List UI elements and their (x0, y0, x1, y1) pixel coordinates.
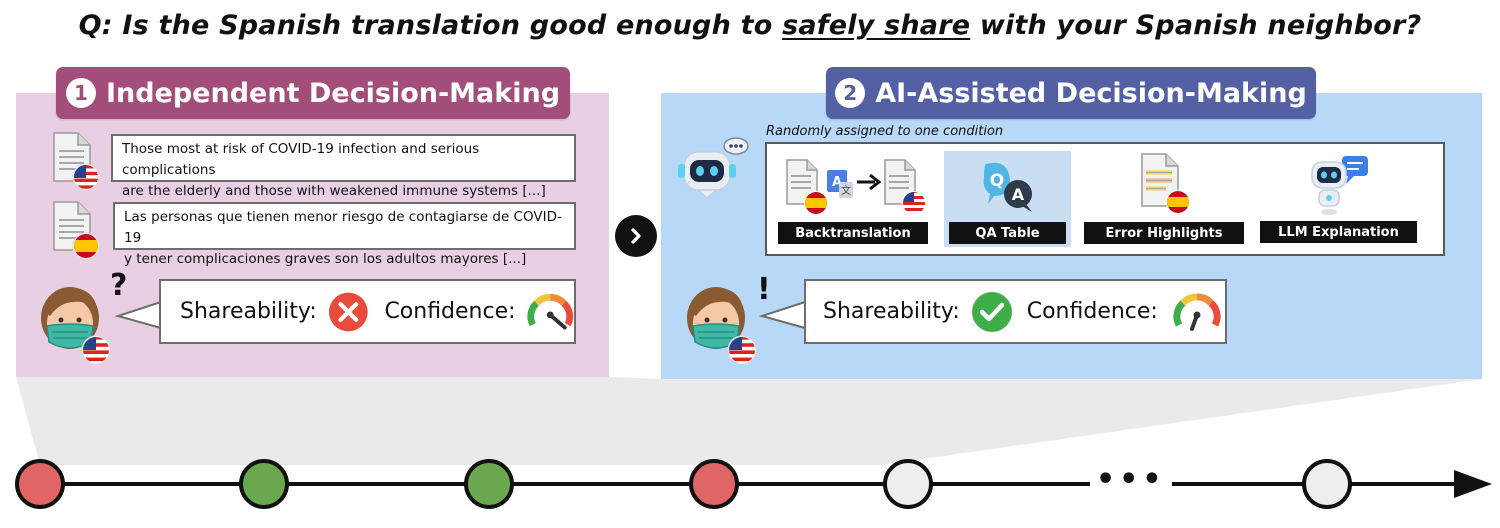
english-document-icon (53, 132, 100, 191)
shareability-label: Shareability: (180, 299, 317, 324)
phase2-decision-bubble: Shareability: Confidence: (804, 279, 1227, 344)
user-avatar-icon (41, 287, 111, 365)
condition-backtranslation: Backtranslation (778, 222, 928, 244)
timeline-node-pending (883, 459, 933, 509)
speech-tail (114, 300, 163, 330)
timeline-node-correct (464, 459, 514, 509)
condition-qa-table: QA Table (949, 222, 1066, 244)
next-phase-icon (615, 215, 657, 257)
phase1-title: Independent Decision-Making (105, 77, 561, 109)
spanish-document-icon (53, 201, 100, 260)
timeline-node-correct (239, 459, 289, 509)
svg-text:A: A (832, 175, 842, 190)
timeline-nodes (15, 459, 1352, 509)
question-prefix: Q: Is the Spanish translation good enoug… (78, 10, 783, 41)
phase2-number: 2 (835, 78, 866, 108)
confidence-gauge-icon (1173, 293, 1221, 331)
condition-llm-explanation: LLM Explanation (1260, 221, 1417, 243)
condition-error-highlights: Error Highlights (1084, 222, 1244, 244)
question-heading: Q: Is the Spanish translation good enoug… (0, 10, 1500, 41)
error-highlights-icon (1141, 153, 1190, 214)
us-flag-icon (81, 335, 111, 365)
accept-icon (971, 291, 1012, 332)
us-flag-icon (72, 163, 100, 191)
zoom-funnel (16, 377, 1482, 465)
llm-explanation-icon (1311, 156, 1368, 215)
phase2-header: 2 AI-Assisted Decision-Making (826, 67, 1316, 119)
confidence-label: Confidence: (384, 299, 516, 324)
exclamation-mark: ! (757, 272, 771, 307)
translation-text-line2: y tener complicaciones graves son los ad… (124, 251, 527, 267)
translation-text-box: Las personas que tienen menor riesgo de … (113, 202, 576, 267)
timeline-arrowhead (1454, 470, 1492, 498)
reject-icon (328, 292, 368, 331)
phase1-header: 1 Independent Decision-Making (56, 67, 570, 119)
confidence-label: Confidence: (1026, 299, 1158, 324)
backtranslation-icon: A 文 (786, 159, 926, 215)
timeline-node-incorrect (689, 459, 739, 509)
svg-text:文: 文 (841, 184, 851, 197)
question-emphasis: safely share (782, 10, 971, 41)
confidence-gauge-icon (526, 293, 573, 329)
timeline-node-incorrect (15, 459, 65, 509)
question-suffix: with your Spanish neighbor? (970, 10, 1422, 41)
source-text-line1: Those most at risk of COVID-19 infection… (122, 141, 480, 178)
translation-text-line1: Las personas que tienen menor riesgo de … (124, 209, 562, 246)
ai-robot-icon (678, 137, 749, 200)
svg-text:Q: Q (990, 171, 1004, 191)
user-avatar-icon (687, 287, 757, 365)
source-text-line2: are the elderly and those with weakened … (122, 183, 546, 199)
timeline-node-pending (1302, 459, 1352, 509)
us-flag-icon (727, 335, 757, 365)
question-mark: ? (110, 268, 128, 303)
condition-note: Randomly assigned to one condition (766, 124, 1004, 139)
phase2-title: AI-Assisted Decision-Making (875, 77, 1307, 109)
spain-flag-icon (72, 232, 100, 260)
phase1-decision-bubble: Shareability: Confidence: (159, 279, 576, 344)
source-text-box: Those most at risk of COVID-19 infection… (111, 134, 576, 199)
timeline-ellipsis: ••• (1090, 462, 1172, 497)
svg-text:A: A (1012, 185, 1025, 204)
phase1-number: 1 (65, 78, 96, 108)
shareability-label: Shareability: (823, 299, 960, 324)
speech-tail (758, 300, 807, 330)
qa-table-icon: Q A (983, 162, 1032, 212)
